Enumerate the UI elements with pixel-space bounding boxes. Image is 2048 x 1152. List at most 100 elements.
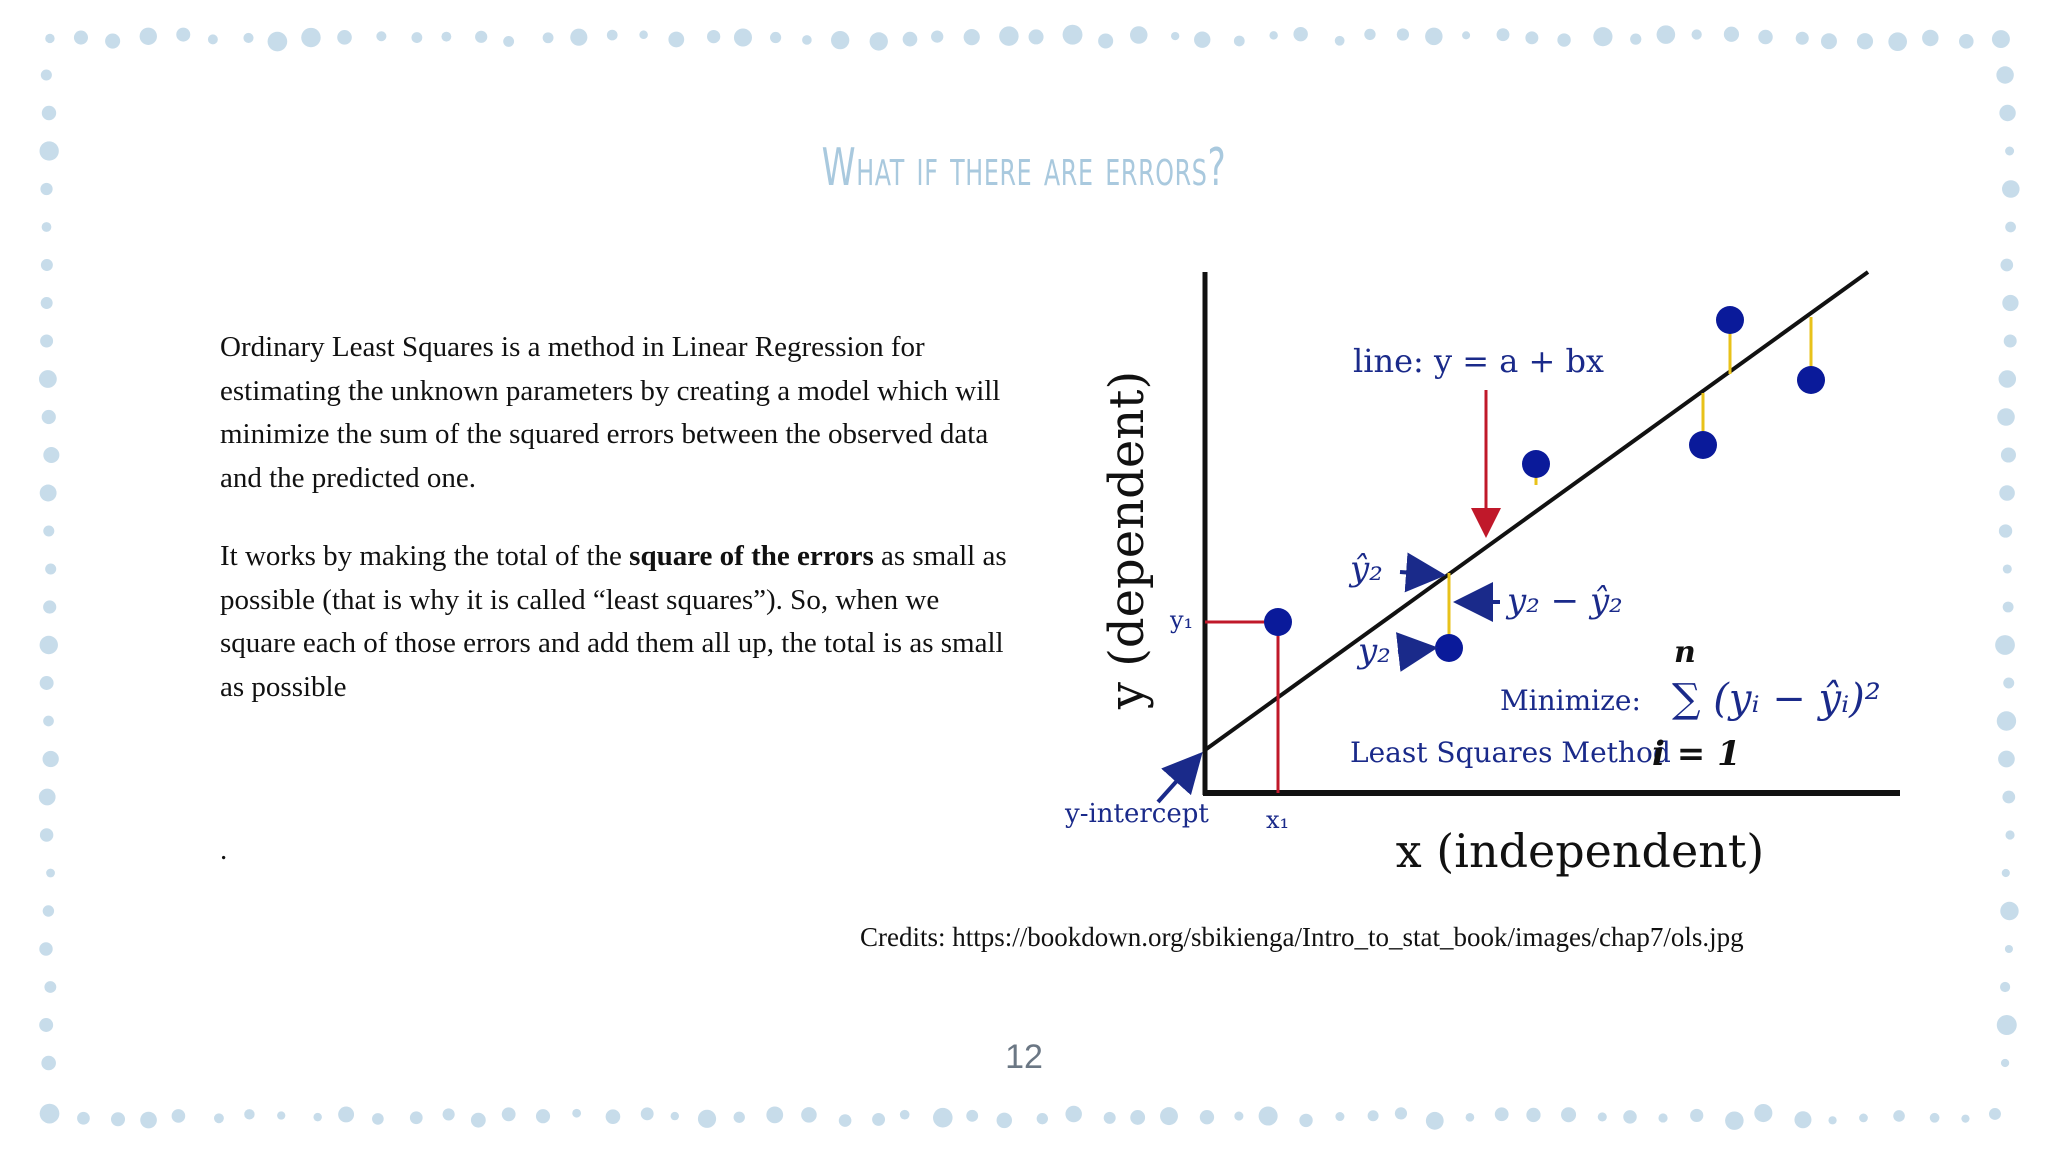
border-dot <box>838 1114 852 1127</box>
border-dot <box>39 635 58 655</box>
border-dot <box>2000 258 2014 272</box>
border-dot <box>1888 32 1907 52</box>
border-dot <box>1171 31 1180 41</box>
border-dot <box>2000 1058 2010 1068</box>
border-dot <box>39 484 57 502</box>
border-dot <box>1557 33 1571 47</box>
border-dot <box>966 1109 979 1122</box>
border-dot <box>1394 1107 1408 1120</box>
border-dot <box>1194 31 1211 48</box>
border-dot <box>766 1106 784 1124</box>
border-dot <box>1794 1111 1812 1129</box>
border-dot <box>45 563 57 575</box>
border-dot <box>1525 31 1539 45</box>
border-dot <box>1893 1110 1905 1122</box>
border-dot <box>1995 635 2015 655</box>
border-dot <box>1597 1112 1607 1122</box>
border-dot <box>1065 1105 1082 1123</box>
border-dot <box>38 788 56 806</box>
credits-text: Credits: https://bookdown.org/sbikienga/… <box>860 922 1744 952</box>
border-dot <box>2002 564 2012 574</box>
border-dot <box>43 446 60 464</box>
border-dot <box>176 27 191 42</box>
border-dot <box>1258 1106 1278 1126</box>
border-dot <box>572 1108 582 1118</box>
x1-label: x₁ <box>1266 806 1289 834</box>
border-dot <box>899 1109 910 1120</box>
border-dot <box>243 32 254 43</box>
data-point <box>1797 366 1825 394</box>
border-dot <box>73 30 88 45</box>
border-dot <box>40 69 52 81</box>
border-dot <box>931 30 944 43</box>
y-intercept-label: y-intercept <box>1064 799 1209 829</box>
border-dot <box>501 1107 516 1122</box>
data-point <box>1716 306 1744 334</box>
body-text: Ordinary Least Squares is a method in Li… <box>220 326 1010 866</box>
border-dot <box>640 1107 654 1121</box>
border-dot <box>963 29 980 46</box>
border-dot <box>1062 24 1083 45</box>
border-dot <box>2003 334 2017 348</box>
border-dot <box>2002 180 2020 198</box>
border-dot <box>41 222 52 232</box>
border-dot <box>503 35 515 47</box>
data-point <box>1264 608 1292 636</box>
border-dot <box>2000 447 2016 463</box>
border-dot <box>1364 28 1376 41</box>
border-dot <box>670 1111 679 1121</box>
border-dot <box>1961 1114 1970 1123</box>
sum-expression: ∑ (yᵢ − ŷᵢ)² <box>1672 676 1881 722</box>
border-dot <box>1130 1110 1146 1125</box>
border-dot <box>1996 66 2014 84</box>
border-dot <box>1989 1108 2001 1120</box>
border-dot <box>1425 1111 1444 1130</box>
data-point <box>1522 450 1550 478</box>
border-dot <box>372 1113 384 1125</box>
border-dot <box>1999 485 2015 501</box>
border-dot <box>542 32 554 44</box>
border-dot <box>213 1113 224 1124</box>
border-dot <box>43 600 57 614</box>
border-dot <box>1269 31 1278 40</box>
border-dot <box>442 1108 455 1121</box>
border-dot <box>1758 29 1773 45</box>
border-dot <box>831 30 850 50</box>
border-dot <box>301 27 321 48</box>
border-dot <box>1234 1111 1244 1121</box>
y1-label: y₁ <box>1169 606 1193 634</box>
border-dot <box>1334 35 1345 46</box>
border-dot <box>770 31 782 44</box>
border-dot <box>1496 28 1510 42</box>
border-dot <box>2000 901 2019 921</box>
border-dot <box>39 942 53 956</box>
border-dot <box>869 32 888 51</box>
border-dot <box>1820 33 1837 50</box>
border-dot <box>2004 944 2013 954</box>
border-dot <box>668 31 685 48</box>
border-dot <box>1199 1110 1215 1125</box>
border-dot <box>1859 1113 1868 1123</box>
method-label: Least Squares Method <box>1350 736 1671 769</box>
border-dot <box>313 1112 322 1122</box>
border-dot <box>46 868 55 878</box>
border-dot <box>41 409 56 425</box>
border-dot <box>1293 26 1308 42</box>
border-dot <box>2003 677 2015 689</box>
border-dot <box>470 1112 486 1128</box>
border-dot <box>1929 1112 1940 1123</box>
border-dot <box>1795 31 1809 45</box>
border-dot <box>207 34 218 45</box>
border-dot <box>1998 524 2013 538</box>
page-number: 12 <box>1005 1038 1043 1076</box>
border-dot <box>707 29 721 44</box>
border-dot <box>1335 1112 1345 1122</box>
border-dot <box>1098 33 1114 49</box>
line-label: line: y = a + bx <box>1353 342 1604 380</box>
emphasis-text: square of the errors <box>629 540 874 572</box>
border-dot <box>1991 30 2010 49</box>
data-point <box>1435 634 1463 662</box>
border-dot <box>1593 27 1613 47</box>
border-dot <box>1396 28 1410 41</box>
